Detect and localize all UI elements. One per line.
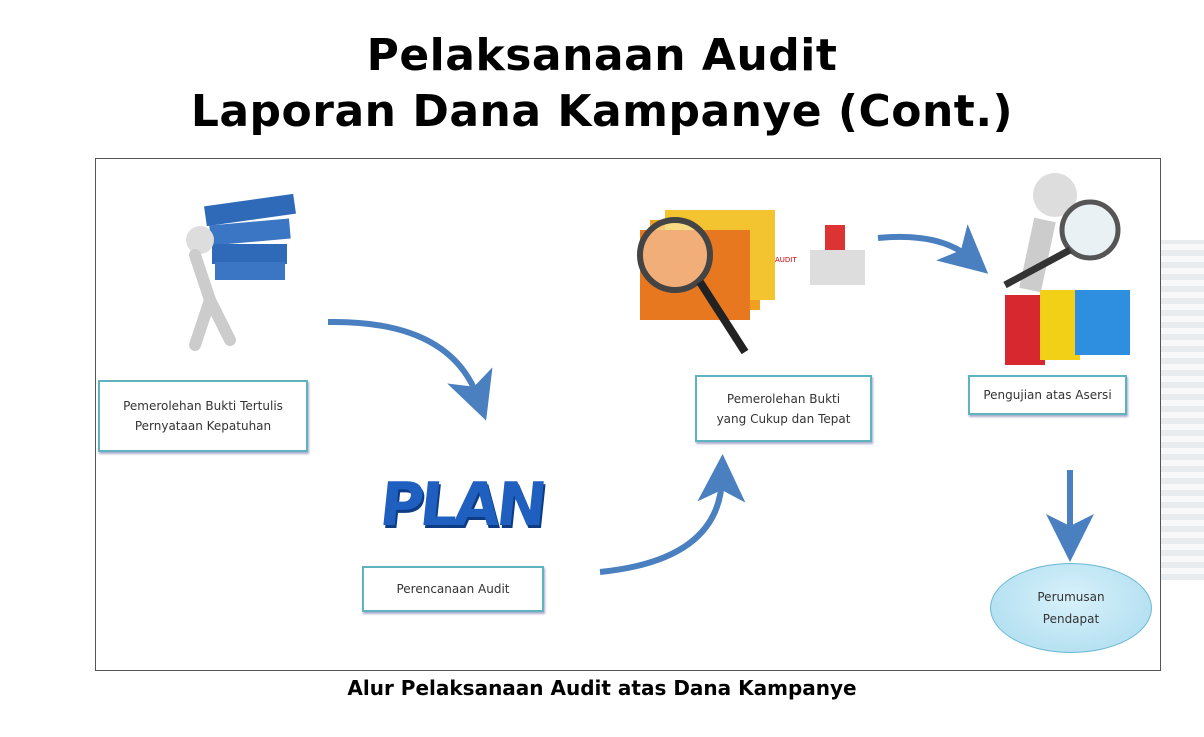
binders-figure-icon [186,193,296,351]
step1-line2: Pernyataan Kepatuhan [134,419,272,433]
step1-line1: Pemerolehan Bukti Tertulis [123,399,283,413]
step3-line1: Pemerolehan Bukti [726,391,841,406]
background-decoration [1160,240,1204,580]
plan-image-text: PLAN [376,470,547,540]
slide-title-line2: Laporan Dana Kampanye (Cont.) [190,86,1014,137]
arrow-1-to-2 [327,318,493,421]
step5-line1: Perumusan [1037,590,1105,604]
audit-stamp-text: AUDIT [775,256,797,264]
step-box-pemerolehan-bukti-cukup: Pemerolehan Bukti yang Cukup dan Tepat [695,375,872,442]
step-box-pengujian-asersi: Pengujian atas Asersi [968,375,1127,415]
auditor-figure-icon [1003,173,1130,365]
step-box-perencanaan-audit: Perencanaan Audit [362,566,544,612]
slide-title-line1: Pelaksanaan Audit [366,30,838,81]
step3-line2: yang Cukup dan Tepat [716,411,851,426]
arrow-2-to-3 [599,454,746,575]
step5-line2: Pendapat [1042,612,1100,626]
step2-label: Perencanaan Audit [396,582,510,596]
folders-magnifier-icon: AUDIT [637,210,865,355]
diagram-caption: Alur Pelaksanaan Audit atas Dana Kampany… [347,676,857,700]
step4-label: Pengujian atas Asersi [983,388,1112,402]
arrow-3-to-4 [877,224,989,274]
